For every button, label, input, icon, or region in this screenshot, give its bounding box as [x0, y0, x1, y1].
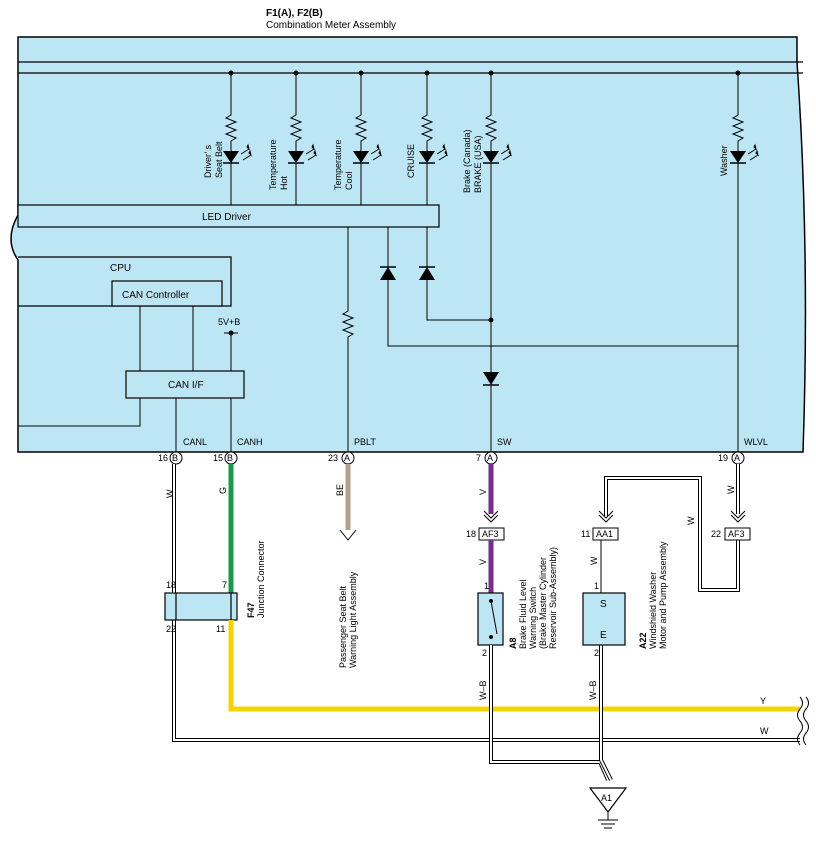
indicator-label-temphot-2: Hot [279, 175, 289, 190]
terminal-canh: CANH [237, 437, 263, 447]
pin-conn-canl: B [172, 453, 178, 463]
af3-right-name: AF3 [728, 529, 745, 539]
pin-num-wlvl: 19 [718, 453, 728, 463]
washer-motor-box [582, 592, 626, 646]
wire-label-wb2: W–B [588, 680, 598, 700]
ground-id: A1 [601, 793, 612, 803]
brake-switch-pin-top: 1 [484, 581, 489, 591]
wire-canl-white [172, 464, 800, 742]
pin-num-pblt: 23 [328, 453, 338, 463]
junction-name: Junction Connector [256, 540, 266, 618]
connector-aa1 [592, 527, 619, 541]
pin-conn-sw: A [487, 453, 493, 463]
aa1-name: AA1 [596, 529, 613, 539]
brake-switch-id: A8 [508, 637, 518, 649]
can-if-block [125, 370, 245, 399]
supply-label: 5V+B [218, 317, 240, 327]
wire-label-bus-y: Y [760, 696, 766, 706]
terminal-pins: B 16 B 15 A 23 A 7 A 19 [158, 451, 745, 465]
brake-switch-line4: Reservoir Sub-Assembly) [548, 547, 558, 649]
pin-num-sw: 7 [476, 453, 481, 463]
wire-yellow-bus [228, 620, 800, 712]
wire-label-g: G [218, 487, 228, 494]
indicator-label-tempcool-2: Cool [344, 171, 354, 190]
washer-term-s: S [600, 599, 607, 610]
terminal-sw: SW [497, 437, 512, 447]
jc-pin-br: 11 [216, 624, 225, 634]
pin-conn-pblt: A [344, 453, 350, 463]
ground-triangle [588, 787, 628, 813]
brake-switch-line2: Warning Switch [528, 587, 538, 649]
junction-id: F47 [246, 602, 256, 618]
af3-left-pin: 18 [466, 529, 476, 539]
wire-wlvl-white [604, 464, 740, 592]
pin-num-canh: 15 [213, 453, 223, 463]
passenger-seat-belt-2: Warning Light Assembly [348, 571, 358, 668]
brake-switch-pin-bottom: 2 [482, 648, 487, 658]
wire-label-v2: V [478, 559, 488, 565]
jc-pin-tl: 18 [166, 580, 176, 590]
meter-panel [10, 36, 807, 453]
indicator-label-seatbelt-2: Seat Belt [214, 141, 224, 178]
connector-af3-right [724, 527, 751, 541]
wire-label-w3: W [726, 485, 736, 494]
connector-ids: F1(A), F2(B) [266, 8, 323, 19]
aa1-pin: 11 [581, 529, 590, 539]
can-if-label: CAN I/F [168, 380, 204, 391]
terminal-pblt: PBLT [354, 437, 376, 447]
indicator-label-cruise: CRUISE [406, 144, 416, 178]
can-controller-label: CAN Controller [122, 290, 190, 301]
passenger-seat-belt-1: Passenger Seat Belt [338, 585, 348, 668]
af3-left-name: AF3 [482, 529, 499, 539]
indicator-label-temphot-1: Temperature [268, 139, 278, 190]
wire-wb-ground [489, 645, 613, 781]
wire-label-v1: V [478, 489, 488, 495]
pin-conn-canh: B [227, 453, 233, 463]
indicator-label-brake-1: Brake (Canada) [462, 129, 472, 193]
led-driver-block [17, 204, 440, 228]
wire-label-w1: W [165, 489, 175, 498]
brake-switch-line3: (Brake Master Cylinder [538, 557, 548, 649]
terminal-wlvl: WLVL [744, 437, 768, 447]
led-driver-label: LED Driver [202, 212, 252, 223]
wire-label-wb1: W–B [478, 680, 488, 700]
indicator-label-washer: Washer [719, 145, 729, 176]
pin-num-canl: 16 [158, 453, 168, 463]
washer-motor-id: A22 [638, 632, 648, 649]
jc-pin-tr: 7 [222, 580, 227, 590]
washer-motor-line1: Windshield Washer [648, 572, 658, 649]
assembly-name: Combination Meter Assembly [266, 20, 396, 31]
can-controller-block [111, 280, 223, 307]
pin-conn-wlvl: A [734, 453, 740, 463]
indicator-label-seatbelt-1: Driver’ s [203, 145, 213, 178]
af3-right-pin: 22 [711, 529, 721, 539]
washer-term-e: E [600, 630, 607, 641]
wire-label-be: BE [335, 484, 345, 496]
washer-motor-line2: Motor and Pump Assembly [658, 541, 668, 649]
indicator-label-tempcool-1: Temperature [333, 139, 343, 190]
terminal-canl: CANL [183, 437, 207, 447]
wire-label-bus-w: W [760, 726, 769, 736]
wire-label-w4: W [686, 516, 696, 525]
washer-pin-bottom: 2 [594, 648, 599, 658]
jc-pin-bl: 22 [166, 624, 176, 634]
wire-label-w2: W [589, 556, 599, 565]
indicator-lamps [222, 70, 759, 205]
brake-switch-line1: Brake Fluid Level [518, 579, 528, 649]
cpu-label: CPU [110, 263, 131, 274]
washer-pin-top: 1 [594, 581, 599, 591]
junction-connector [164, 592, 238, 621]
indicator-label-brake-2: BRAKE (USA) [473, 135, 483, 193]
